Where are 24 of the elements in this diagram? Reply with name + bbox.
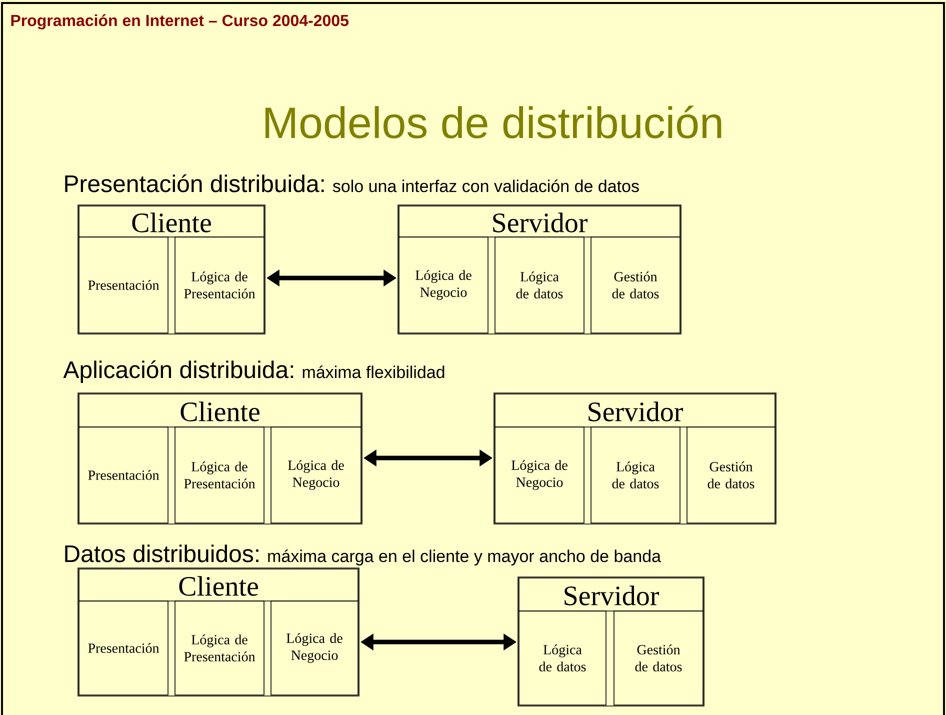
layer-box: Presentación xyxy=(78,236,168,334)
slide-title: Modelos de distribución xyxy=(265,106,722,138)
section-note: máxima carga en el cliente y mayor ancho de banda xyxy=(268,549,661,566)
layer-box: Lógica de Presentación xyxy=(174,236,264,334)
layer-box: Gestión de datos xyxy=(686,426,776,524)
layer-box: Lógica de Presentación xyxy=(174,426,264,524)
layer-box: Lógica de Negocio xyxy=(494,426,584,524)
section-heading: Datos distribuidos: xyxy=(65,544,258,562)
layer-box: Lógica de Presentación xyxy=(174,600,264,696)
layer-box: Lógica de datos xyxy=(494,236,584,334)
layer-box: Presentación xyxy=(78,600,168,696)
layer-box: Lógica de Negocio xyxy=(270,426,362,524)
section-note: máxima flexibilidad xyxy=(302,365,444,378)
layer-box: Lógica de datos xyxy=(590,426,680,524)
layer-box: Lógica de datos xyxy=(518,610,606,706)
layer-box: Gestión de datos xyxy=(590,236,680,334)
layer-box: Gestión de datos xyxy=(614,610,704,706)
layer-box: Lógica de Negocio xyxy=(398,236,488,334)
section-note: solo una interfaz con validación de datos xyxy=(332,179,639,192)
layer-box: Presentación xyxy=(78,426,168,524)
section-heading: Presentación distribuida: xyxy=(65,174,324,192)
layer-box: Lógica de Negocio xyxy=(270,600,358,696)
section-heading: Aplicación distribuida: xyxy=(63,360,294,383)
slide-header: Programación en Internet – Curso 2004-2005 xyxy=(11,14,349,30)
